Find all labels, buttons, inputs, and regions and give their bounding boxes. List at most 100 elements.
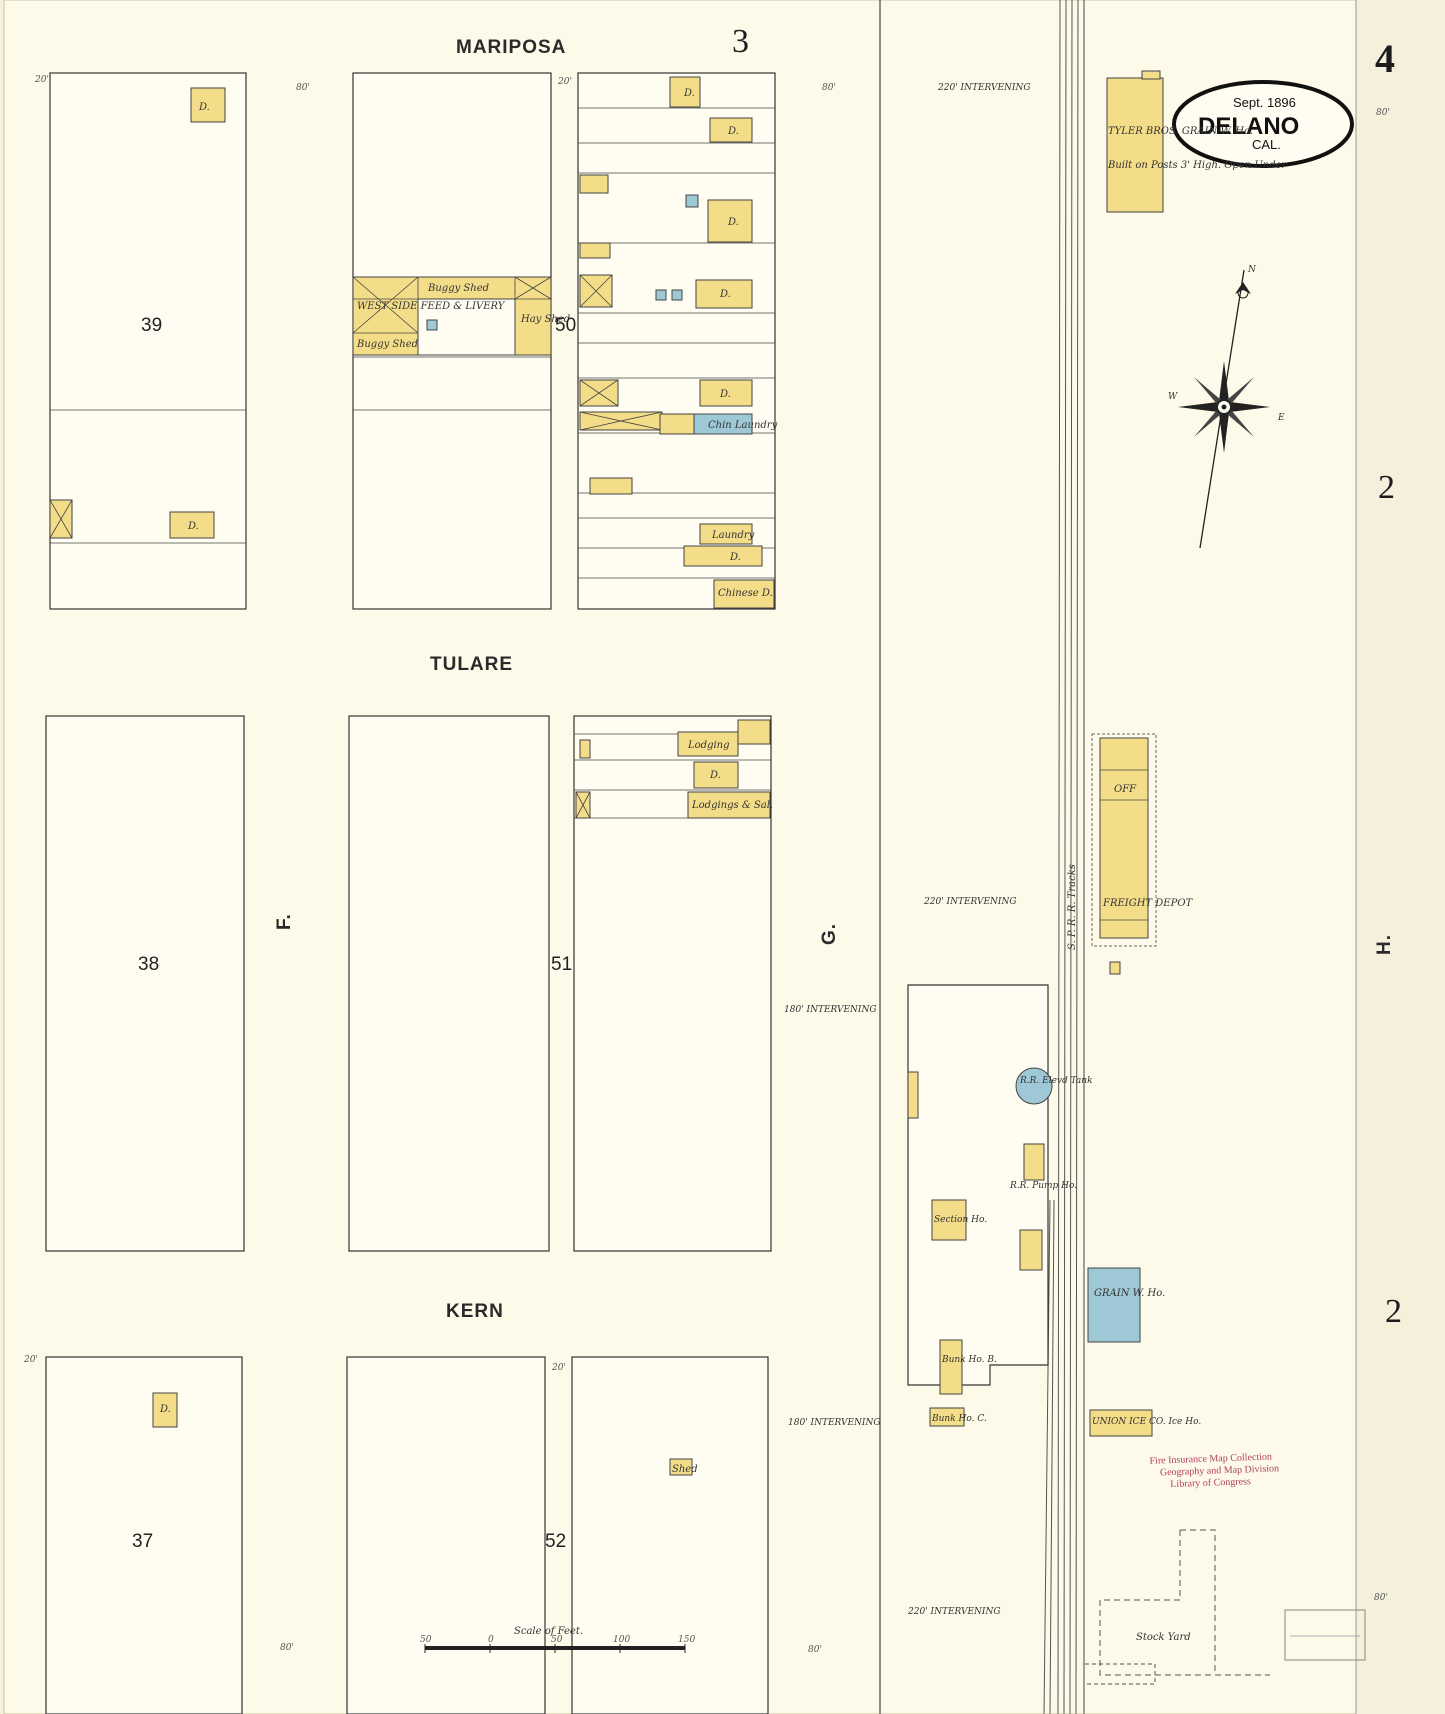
grain-warehouse-south: GRAIN W. Ho. (1087, 1267, 1165, 1343)
label-stock-yard: Stock Yard (1136, 1632, 1191, 1643)
label-section-ho: Section Ho. (934, 1215, 987, 1225)
street-tulare: TULARE (430, 654, 513, 675)
compass-east: E (1277, 413, 1285, 423)
street-kern: KERN (446, 1301, 504, 1322)
library-stamp: Fire Insurance Map Collection Geography … (1149, 1451, 1279, 1490)
street-f: F. (274, 913, 295, 930)
block-number-50: 50 (555, 315, 576, 336)
svg-text:D.: D. (719, 389, 731, 400)
svg-text:D.: D. (198, 102, 210, 113)
svg-text:0: 0 (488, 1635, 494, 1645)
svg-text:80': 80' (280, 1643, 294, 1653)
svg-text:D.: D. (709, 770, 721, 781)
label-bunk-c: Bunk Ho. C. (931, 1414, 987, 1424)
svg-text:D.: D. (159, 1404, 171, 1415)
label-laundry: Laundry (711, 530, 755, 541)
svg-text:80': 80' (1374, 1593, 1388, 1603)
svg-text:Built on Posts 3' High. Open U: Built on Posts 3' High. Open Under (1107, 160, 1288, 171)
note-intervening-220-mid: 220' INTERVENING (923, 897, 1017, 907)
svg-text:100: 100 (613, 1635, 630, 1645)
block-number-37: 37 (132, 1531, 153, 1552)
title-cartouche: Sept. 1896 DELANO CAL. (1172, 80, 1354, 168)
collection-stamp-box (1284, 1609, 1366, 1661)
label-shed: Shed (672, 1464, 698, 1475)
block-number-39: 39 (141, 315, 162, 336)
note-intervening-180-g: 180' INTERVENING (784, 1005, 877, 1015)
svg-text:GRAIN W. Ho.: GRAIN W. Ho. (1094, 1288, 1165, 1299)
block-number-38: 38 (138, 954, 159, 975)
rr-yard-enclosure: R.R. Elevd Tank R.R. Pump Ho. Section Ho… (907, 984, 1093, 1427)
svg-text:UNION ICE CO. Ice Ho.: UNION ICE CO. Ice Ho. (1092, 1417, 1201, 1427)
svg-text:D.: D. (727, 217, 739, 228)
scale-of-feet: Scale of Feet. 50 0 50 100 150 (420, 1626, 695, 1653)
label-lodgings-sal: Lodgings & Sal. (691, 800, 773, 811)
svg-text:D.: D. (727, 126, 739, 137)
svg-text:80': 80' (1376, 108, 1390, 118)
svg-text:20': 20' (557, 77, 572, 87)
block-50-east: D. D. D. D. D. Chin Laundry Laundry D. C… (577, 72, 778, 610)
label-west-side-feed: WEST SIDE FEED & LIVERY (357, 301, 506, 312)
label-chinese: Chinese D. (718, 588, 773, 599)
label-bunk-b: Bunk Ho. B. (941, 1355, 997, 1365)
svg-text:20': 20' (34, 75, 49, 85)
block-50: Buggy Shed WEST SIDE FEED & LIVERY Hay S… (352, 72, 576, 610)
svg-text:20': 20' (551, 1363, 566, 1373)
label-rr-elevd-tank: R.R. Elevd Tank (1019, 1076, 1093, 1086)
label-buggy-shed-bottom: Buggy Shed (356, 339, 418, 350)
label-buggy-shed-top: Buggy Shed (427, 283, 489, 294)
block-51-east: Lodging D. Lodgings & Sal. (573, 715, 773, 1252)
svg-text:20': 20' (23, 1355, 38, 1365)
street-mariposa: MARIPOSA (456, 37, 566, 58)
block-52: 52 (346, 1356, 566, 1714)
svg-text:50: 50 (551, 1635, 563, 1645)
adjoining-sheet-right-2: 2 (1385, 1293, 1402, 1330)
svg-text:TYLER BROS. GRAIN W. Ho.: TYLER BROS. GRAIN W. Ho. (1108, 126, 1253, 137)
title-state: CAL. (1252, 137, 1281, 152)
svg-text:80': 80' (296, 83, 310, 93)
svg-text:150: 150 (678, 1635, 695, 1645)
svg-text:D.: D. (719, 289, 731, 300)
block-number-52: 52 (545, 1531, 566, 1552)
svg-text:Geography and Map Division: Geography and Map Division (1160, 1463, 1279, 1478)
svg-text:Library of Congress: Library of Congress (1170, 1476, 1251, 1490)
label-rr-pump-ho: R.R. Pump Ho. (1009, 1181, 1077, 1191)
svg-text:80': 80' (808, 1645, 822, 1655)
freight-depot: OFF FREIGHT DEPOT (1091, 733, 1194, 975)
label-off: OFF (1114, 784, 1137, 795)
svg-text:D.: D. (187, 521, 199, 532)
note-intervening-180-low: 180' INTERVENING (788, 1418, 881, 1428)
adjoining-sheet-right-1: 2 (1378, 469, 1395, 506)
svg-text:D.: D. (729, 552, 741, 563)
block-39: D. D. 39 (49, 72, 247, 610)
scale-title: Scale of Feet. (514, 1626, 583, 1637)
sheet-number: 4 (1375, 36, 1395, 81)
block-number-51: 51 (551, 954, 572, 975)
union-ice-house: UNION ICE CO. Ice Ho. (1089, 1409, 1201, 1437)
label-freight-depot: FREIGHT DEPOT (1102, 898, 1194, 909)
label-lodging: Lodging (687, 740, 730, 751)
label-sp-rr-tracks: S. P. R. R. Tracks (1067, 864, 1078, 950)
street-h: H. (1374, 934, 1395, 955)
svg-text:80': 80' (822, 83, 836, 93)
compass-rose-icon: W E N (1168, 265, 1285, 549)
block-37: D. 37 (45, 1356, 243, 1714)
stock-yard: Stock Yard (1085, 1529, 1270, 1685)
note-intervening-220-top: 220' INTERVENING (937, 83, 1031, 93)
tyler-bros-grain-warehouse: TYLER BROS. GRAIN W. Ho. Built on Posts … (1106, 70, 1288, 213)
compass-north: N (1247, 265, 1257, 275)
svg-text:50: 50 (420, 1635, 432, 1645)
block-52-east: Shed (571, 1356, 769, 1714)
title-place: DELANO (1198, 113, 1299, 140)
adjoining-sheet-top: 3 (732, 23, 749, 60)
street-g: G. (819, 923, 840, 945)
svg-text:D.: D. (683, 88, 695, 99)
block-51: 51 (348, 715, 572, 1252)
rr-tracks (1043, 0, 1079, 1714)
compass-west: W (1168, 392, 1178, 402)
block-38: 38 (45, 715, 245, 1252)
label-chin-laundry: Chin Laundry (708, 420, 778, 431)
svg-text:Fire Insurance Map Collection: Fire Insurance Map Collection (1149, 1451, 1272, 1466)
label-hay-shed: Hay Shed (520, 314, 570, 325)
note-intervening-220-bottom: 220' INTERVENING (907, 1607, 1001, 1617)
